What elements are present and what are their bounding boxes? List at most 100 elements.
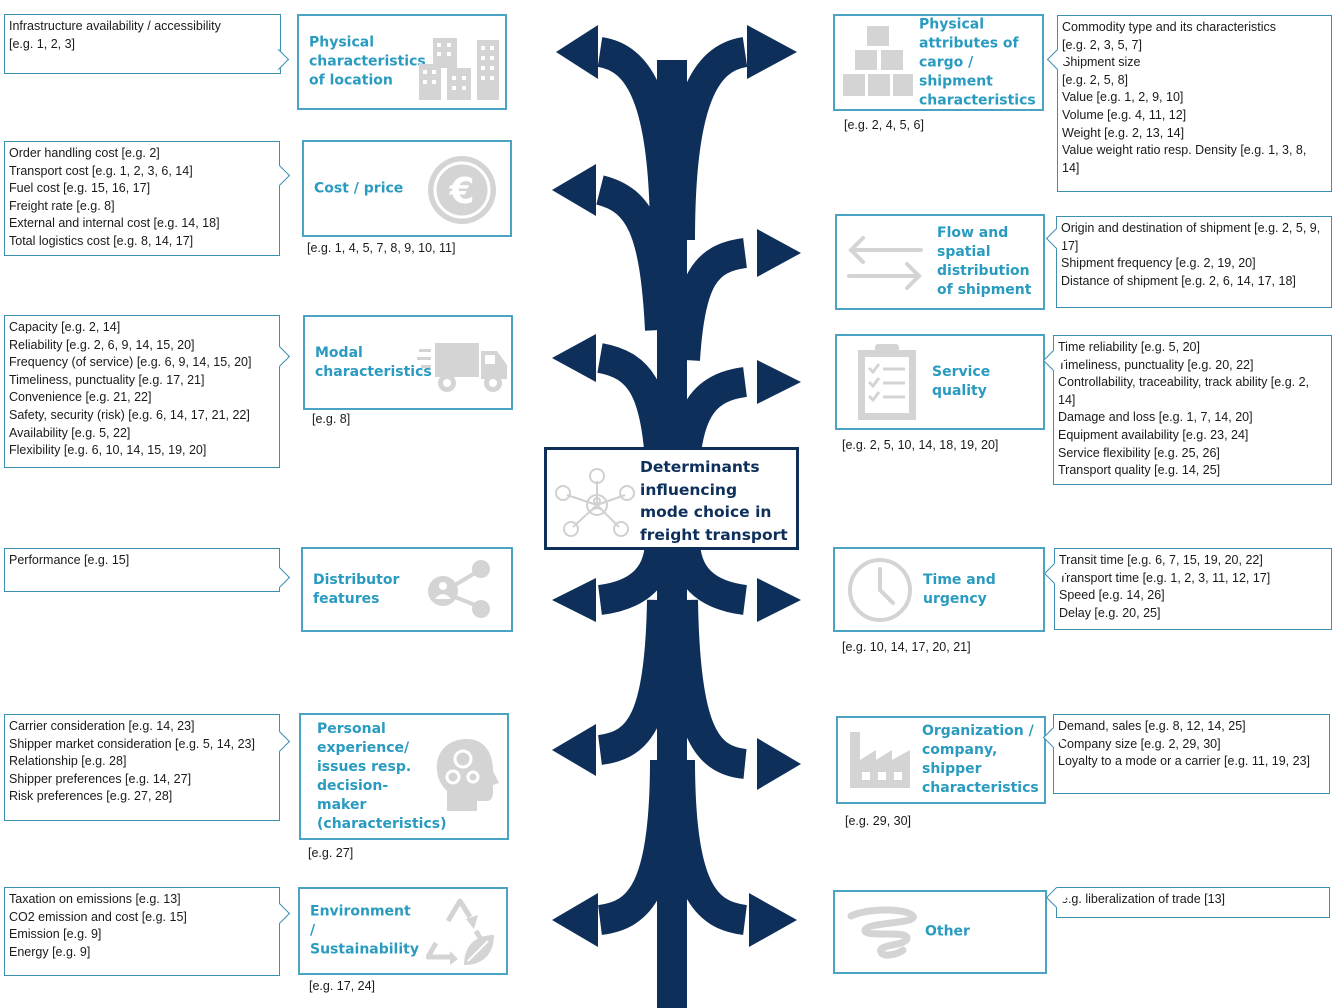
arrowhead-left-2: [552, 164, 596, 216]
arrowhead-left-1: [556, 25, 598, 79]
arrowhead-right-2: [757, 229, 801, 277]
detail-line: Origin and destination of shipment [e.g.…: [1061, 221, 1321, 253]
detail-box-location: Infrastructure availability / accessibil…: [4, 14, 281, 74]
detail-line: e.g. liberalization of trade [13]: [1061, 892, 1225, 906]
category-title: Service quality: [932, 364, 991, 399]
branch-left-2: [595, 175, 675, 331]
detail-line: Transport time [e.g. 1, 2, 3, 11, 12, 17…: [1059, 570, 1271, 585]
category-cost-price: Cost / price €: [302, 140, 512, 237]
detail-line: [e.g. 1, 2, 3]: [9, 36, 76, 51]
detail-box-cargo: Commodity type and its characteristics […: [1057, 15, 1332, 192]
detail-box-cost: Order handling cost [e.g. 2] Transport c…: [4, 141, 280, 256]
detail-line: Equipment availability [e.g. 23, 24]: [1058, 427, 1249, 442]
detail-line: Service flexibility [e.g. 25, 26]: [1058, 445, 1220, 460]
head-gears-icon: [436, 739, 499, 811]
detail-box-other: e.g. liberalization of trade [13]: [1056, 887, 1330, 918]
detail-line: Shipper preferences [e.g. 14, 27]: [9, 771, 192, 786]
category-title: Modal characteristics: [315, 344, 432, 380]
branch-right-4: [670, 539, 748, 615]
scribble-icon: [847, 906, 917, 959]
euro-coin-icon: €: [428, 156, 496, 224]
detail-box-personal: Carrier consideration [e.g. 14, 23] Ship…: [4, 714, 280, 821]
detail-line: Time reliability [e.g. 5, 20]: [1058, 340, 1200, 354]
detail-line: Order handling cost [e.g. 2]: [9, 146, 160, 160]
detail-line: Performance [e.g. 15]: [9, 553, 130, 567]
arrowhead-right-6: [749, 893, 797, 947]
category-personal: Personal experience/ issues resp. decisi…: [299, 713, 509, 840]
detail-line: Energy [e.g. 9]: [9, 944, 91, 959]
category-title: Flow and spatial distribution of shipmen…: [937, 225, 1032, 298]
detail-line: [e.g. 2, 5, 8]: [1062, 72, 1129, 87]
detail-line: Availability [e.g. 5, 22]: [9, 425, 131, 440]
detail-line: Convenience [e.g. 21, 22]: [9, 390, 152, 405]
detail-box-flow: Origin and destination of shipment [e.g.…: [1056, 216, 1332, 308]
category-time-urgency: Time and urgency: [833, 547, 1045, 632]
arrowhead-left-6: [552, 893, 598, 947]
branch-left-4: [597, 539, 675, 615]
detail-line: Timeliness, punctuality [e.g. 17, 21]: [9, 372, 205, 387]
detail-line: Emission [e.g. 9]: [9, 927, 102, 942]
detail-line: Taxation on emissions [e.g. 13]: [9, 892, 181, 906]
arrowhead-right-4: [757, 578, 801, 622]
reference-personal: [e.g. 27]: [308, 846, 354, 860]
detail-line: Risk preferences [e.g. 27, 28]: [9, 789, 173, 804]
boxes-icon: [843, 26, 913, 96]
branch-right-6: [665, 759, 748, 935]
center-box: Determinants influencing mode choice in …: [544, 447, 799, 550]
share-person-icon: [428, 560, 490, 618]
detail-line: Infrastructure availability / accessibil…: [9, 19, 221, 33]
center-title: Determinants influencing mode choice in …: [640, 458, 788, 544]
detail-line: Timeliness, punctuality [e.g. 20, 22]: [1058, 357, 1254, 372]
svg-text:€: €: [448, 171, 474, 212]
reference-environment: [e.g. 17, 24]: [309, 979, 376, 993]
detail-line: Fuel cost [e.g. 15, 16, 17]: [9, 181, 151, 196]
detail-line: Transport quality [e.g. 14, 25]: [1058, 463, 1221, 478]
detail-box-distributor: Performance [e.g. 15]: [4, 548, 280, 592]
arrowhead-right-3: [757, 360, 801, 404]
detail-line: Loyalty to a mode or a carrier [e.g. 11,…: [1058, 754, 1310, 769]
detail-box-service-quality: Time reliability [e.g. 5, 20] Timeliness…: [1053, 335, 1332, 485]
factory-icon: [850, 732, 910, 788]
reference-time-urgency: [e.g. 10, 14, 17, 20, 21]: [842, 640, 971, 654]
category-title: Physical attributes of cargo / shipment …: [919, 16, 1036, 108]
category-modal: Modal characteristics: [303, 315, 513, 410]
detail-line: Safety, security (risk) [e.g. 6, 14, 17,…: [9, 407, 250, 422]
detail-line: Capacity [e.g. 2, 14]: [9, 320, 121, 334]
arrowhead-left-4: [552, 578, 596, 622]
arrowhead-right-5: [757, 738, 801, 790]
detail-line: Controllability, traceability, track abi…: [1058, 375, 1310, 407]
detail-line: Distance of shipment [e.g. 2, 6, 14, 17,…: [1061, 273, 1296, 288]
category-physical-location: Physical characteristics of location: [297, 14, 507, 110]
detail-line: Transport cost [e.g. 1, 2, 3, 6, 14]: [9, 163, 193, 178]
detail-box-organization: Demand, sales [e.g. 8, 12, 14, 25] Compa…: [1053, 714, 1330, 794]
arrows-exchange-icon: [847, 236, 923, 290]
reference-cost: [e.g. 1, 4, 5, 7, 8, 9, 10, 11]: [307, 241, 456, 255]
detail-line: Total logistics cost [e.g. 8, 14, 17]: [9, 233, 194, 248]
category-organization: Organization / company, shipper characte…: [836, 716, 1046, 804]
category-other: Other: [833, 890, 1047, 974]
category-flow: Flow and spatial distribution of shipmen…: [835, 214, 1045, 310]
category-title: Physical characteristics of location: [309, 34, 426, 89]
branch-right-3: [670, 367, 748, 462]
arrowhead-left-3: [552, 334, 596, 382]
detail-line: Relationship [e.g. 28]: [9, 754, 127, 769]
category-service-quality: Service quality: [835, 334, 1045, 430]
category-title: Time and urgency: [923, 571, 996, 607]
detail-line: CO2 emission and cost [e.g. 15]: [9, 909, 187, 924]
detail-line: Transit time [e.g. 6, 7, 15, 19, 20, 22]: [1059, 553, 1263, 567]
reference-organization: [e.g. 29, 30]: [845, 814, 912, 828]
reference-cargo: [e.g. 2, 4, 5, 6]: [844, 118, 924, 132]
detail-line: Reliability [e.g. 2, 6, 9, 14, 15, 20]: [9, 337, 195, 352]
detail-line: Demand, sales [e.g. 8, 12, 14, 25]: [1058, 719, 1246, 733]
reference-modal: [e.g. 8]: [312, 412, 351, 426]
branch-right-5: [668, 599, 748, 779]
clock-icon: [848, 558, 912, 622]
detail-box-modal: Capacity [e.g. 2, 14] Reliability [e.g. …: [4, 315, 280, 468]
branch-right-1: [665, 37, 749, 241]
detail-line: Value weight ratio resp. Density [e.g. 1…: [1062, 143, 1307, 175]
category-title: Personal experience/ issues resp. decisi…: [317, 720, 447, 832]
branch-right-2: [670, 238, 748, 361]
arrowhead-left-5: [552, 724, 596, 776]
buildings-icon: [419, 38, 499, 100]
